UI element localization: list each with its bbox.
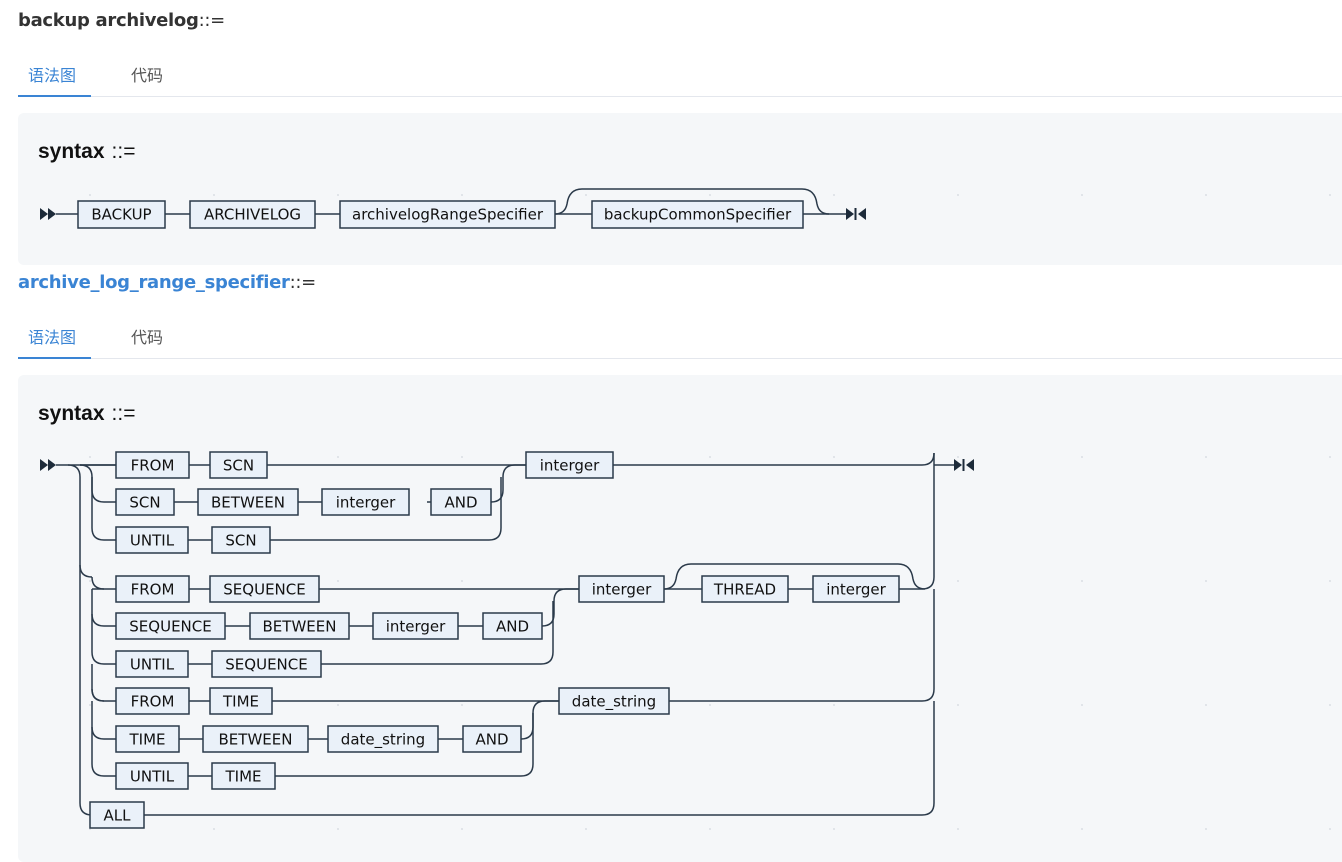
node-time[interactable]: TIME [209,687,273,715]
svg-text:interger: interger [540,457,600,475]
section2-heading: archive_log_range_specifier::= [18,272,316,293]
svg-text:backupCommonSpecifier: backupCommonSpecifier [604,206,792,224]
svg-text:archivelogRangeSpecifier: archivelogRangeSpecifier [352,206,544,224]
svg-text:SEQUENCE: SEQUENCE [223,581,305,599]
svg-text:interger: interger [826,581,886,599]
node-time[interactable]: TIME [115,725,180,753]
svg-text:AND: AND [496,618,529,636]
section1-railroad-diagram: syntax::= BACKUP ARCHIVELOG archivelogR [38,140,866,229]
node-between[interactable]: BETWEEN [202,725,309,753]
node-backup-common-specifier[interactable]: backupCommonSpecifier [591,200,804,229]
node-scn[interactable]: SCN [211,526,271,554]
svg-text:SEQUENCE: SEQUENCE [129,618,211,636]
section2-title-link[interactable]: archive_log_range_specifier [18,272,290,293]
section1-title: backup archivelog [18,10,199,31]
svg-text:AND: AND [444,494,477,512]
svg-text:BETWEEN: BETWEEN [219,731,293,749]
node-until[interactable]: UNTIL [115,762,189,790]
svg-text:SEQUENCE: SEQUENCE [225,656,307,674]
svg-text:interger: interger [592,581,652,599]
node-sequence[interactable]: SEQUENCE [115,612,226,640]
node-and[interactable]: AND [462,725,522,753]
section2-operator: ::= [289,272,317,293]
node-and[interactable]: AND [482,612,543,640]
svg-text:interger: interger [336,494,396,512]
tab-code[interactable]: 代码 [131,328,164,347]
svg-text:TIME: TIME [128,731,165,749]
node-interger[interactable]: interger [812,575,900,603]
node-between[interactable]: BETWEEN [249,612,350,640]
active-tab-indicator [18,357,91,359]
node-and[interactable]: AND [430,488,492,516]
node-from[interactable]: FROM [115,451,190,479]
node-scn[interactable]: SCN [115,488,175,516]
svg-text:BETWEEN: BETWEEN [263,618,337,636]
svg-text:AND: AND [475,731,508,749]
svg-text:UNTIL: UNTIL [130,768,175,786]
node-date-string[interactable]: date_string [558,687,670,715]
svg-text:date_string: date_string [341,731,425,750]
svg-text:ARCHIVELOG: ARCHIVELOG [204,206,301,224]
syntax-label: syntax::= [38,402,135,425]
node-backup[interactable]: BACKUP [77,200,166,229]
svg-text:SCN: SCN [129,494,160,512]
node-scn[interactable]: SCN [209,451,268,479]
svg-text:BETWEEN: BETWEEN [211,494,285,512]
node-sequence[interactable]: SEQUENCE [211,650,322,678]
node-archivelog-range-specifier[interactable]: archivelogRangeSpecifier [339,200,556,229]
node-all[interactable]: ALL [89,801,145,829]
active-tab-indicator [18,95,91,97]
node-until[interactable]: UNTIL [115,650,189,678]
rail-wires [56,452,954,816]
end-marker-icon [846,208,866,220]
section1-heading: backup archivelog::= [18,10,225,31]
svg-text:ALL: ALL [104,807,132,825]
section2-diagram-panel: syntax::= [18,375,1342,862]
section2-railroad-diagram: syntax::= [38,402,974,829]
svg-text:TIME: TIME [224,768,261,786]
svg-text:UNTIL: UNTIL [130,532,175,550]
svg-text:UNTIL: UNTIL [130,656,175,674]
end-marker-icon [954,459,974,471]
svg-text:date_string: date_string [572,693,656,712]
node-sequence[interactable]: SEQUENCE [209,575,320,603]
node-interger[interactable]: interger [525,451,614,479]
node-time[interactable]: TIME [211,762,276,790]
node-between[interactable]: BETWEEN [197,488,299,516]
node-interger[interactable]: interger [578,575,665,603]
section1-tabs: 语法图 代码 [18,62,1342,97]
svg-text:SCN: SCN [223,457,254,475]
svg-text:FROM: FROM [131,457,175,475]
start-marker-icon [40,208,56,220]
node-thread[interactable]: THREAD [701,575,789,603]
tab-code[interactable]: 代码 [131,66,164,85]
svg-text:FROM: FROM [131,581,175,599]
svg-text:BACKUP: BACKUP [91,206,151,224]
svg-text:SCN: SCN [225,532,256,550]
section1-diagram-panel: syntax::= BACKUP ARCHIVELOG archivelogR [18,113,1342,265]
node-interger[interactable]: interger [372,612,459,640]
node-from[interactable]: FROM [115,575,190,603]
tab-syntax-diagram[interactable]: 语法图 [28,328,77,347]
syntax-label: syntax::= [38,140,135,163]
node-interger[interactable]: interger [321,488,410,516]
start-marker-icon [40,459,56,471]
node-archivelog[interactable]: ARCHIVELOG [189,200,316,229]
section2-tabs: 语法图 代码 [18,324,1342,359]
svg-text:interger: interger [386,618,446,636]
tab-syntax-diagram[interactable]: 语法图 [28,66,77,85]
section1-operator: ::= [198,10,226,31]
node-date-string[interactable]: date_string [327,725,439,753]
node-from[interactable]: FROM [115,687,190,715]
svg-text:FROM: FROM [131,693,175,711]
svg-text:THREAD: THREAD [713,581,776,599]
svg-text:TIME: TIME [222,693,259,711]
node-until[interactable]: UNTIL [115,526,189,554]
